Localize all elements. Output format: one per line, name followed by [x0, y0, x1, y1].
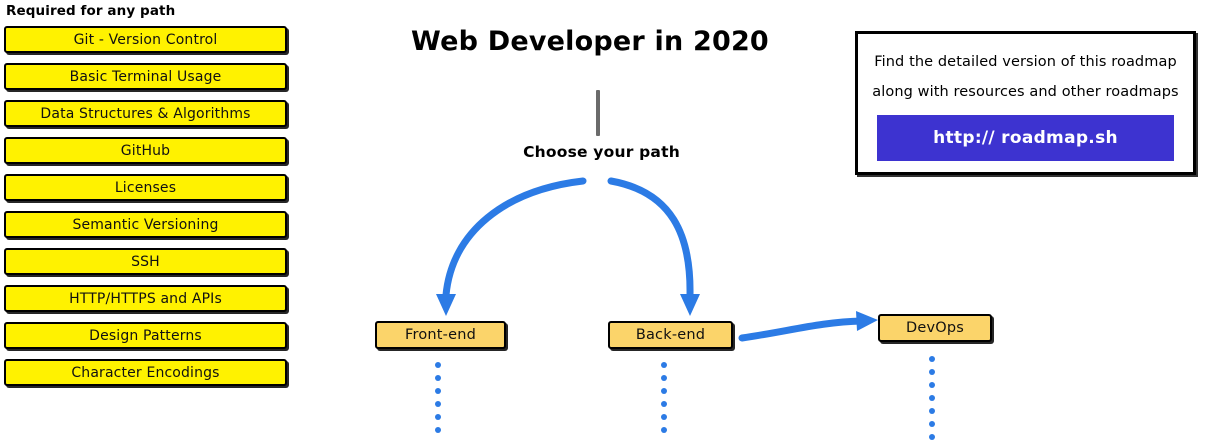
required-item-label: Licenses: [114, 179, 177, 196]
trail-dot: [435, 427, 441, 433]
required-item-label: Design Patterns: [89, 327, 202, 344]
required-item-label: Character Encodings: [71, 364, 220, 381]
required-item-ssh[interactable]: SSH: [4, 248, 287, 275]
required-item-label: Basic Terminal Usage: [69, 68, 222, 85]
choose-path-label: Choose your path: [523, 143, 680, 161]
trail-dot: [661, 414, 667, 420]
title-connector-line: [596, 90, 600, 136]
trail-dot: [661, 388, 667, 394]
required-item-label: Semantic Versioning: [72, 216, 219, 233]
required-for-any-path-section: Required for any path Git - Version Cont…: [4, 0, 304, 396]
trail-dot: [929, 382, 935, 388]
required-item-label: HTTP/HTTPS and APIs: [69, 290, 222, 307]
trail-dot: [929, 421, 935, 427]
required-item-git-version-control[interactable]: Git - Version Control: [4, 26, 287, 53]
trail-dot: [661, 427, 667, 433]
roadmap-header-area: Web Developer in 2020 Choose your path: [330, 0, 850, 436]
path-box-label: Front-end: [404, 327, 477, 343]
required-item-design-patterns[interactable]: Design Patterns: [4, 322, 287, 349]
trail-dot: [435, 401, 441, 407]
required-item-character-encodings[interactable]: Character Encodings: [4, 359, 287, 386]
trail-dot: [661, 362, 667, 368]
trail-dot: [435, 375, 441, 381]
info-box-line-2: along with resources and other roadmaps: [872, 84, 1179, 100]
roadmap-url-label: http:// roadmap.sh: [933, 128, 1118, 148]
trail-dot: [929, 408, 935, 414]
trail-dot: [661, 375, 667, 381]
required-item-semantic-versioning[interactable]: Semantic Versioning: [4, 211, 287, 238]
trail-dot: [661, 401, 667, 407]
roadmap-url-button[interactable]: http:// roadmap.sh: [877, 115, 1174, 161]
trail-dot: [929, 369, 935, 375]
info-box-line-1: Find the detailed version of this roadma…: [874, 54, 1177, 70]
required-item-label: Git - Version Control: [73, 31, 218, 48]
dotted-trail-frontend: [435, 362, 442, 440]
required-item-licenses[interactable]: Licenses: [4, 174, 287, 201]
trail-dot: [435, 388, 441, 394]
path-box-label: Back-end: [635, 327, 706, 343]
sidebar-heading: Required for any path: [6, 3, 176, 19]
trail-dot: [435, 414, 441, 420]
page-title: Web Developer in 2020: [411, 26, 769, 57]
path-box-devops[interactable]: DevOps: [878, 314, 992, 342]
roadmap-info-box: Find the detailed version of this roadma…: [855, 31, 1196, 175]
required-item-github[interactable]: GitHub: [4, 137, 287, 164]
required-item-basic-terminal-usage[interactable]: Basic Terminal Usage: [4, 63, 287, 90]
required-item-label: GitHub: [120, 142, 171, 159]
trail-dot: [929, 395, 935, 401]
path-box-label: DevOps: [905, 320, 965, 336]
required-item-data-structures-algorithms[interactable]: Data Structures & Algorithms: [4, 100, 287, 127]
required-item-http-https-and-apis[interactable]: HTTP/HTTPS and APIs: [4, 285, 287, 312]
trail-dot: [435, 362, 441, 368]
path-box-backend[interactable]: Back-end: [608, 321, 733, 349]
dotted-trail-backend: [661, 362, 668, 440]
trail-dot: [929, 356, 935, 362]
required-item-label: SSH: [131, 253, 160, 270]
required-item-label: Data Structures & Algorithms: [40, 105, 251, 122]
path-box-frontend[interactable]: Front-end: [375, 321, 506, 349]
dotted-trail-devops: [929, 356, 936, 447]
trail-dot: [929, 434, 935, 440]
